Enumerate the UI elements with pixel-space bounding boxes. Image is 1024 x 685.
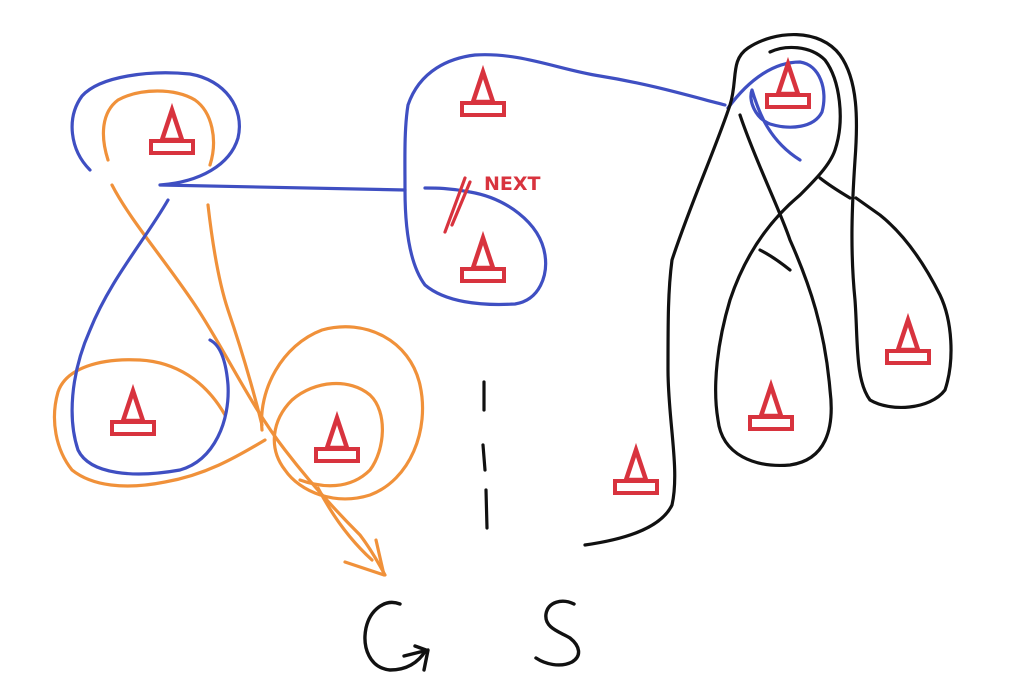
cone-icon (613, 442, 659, 495)
black-side-stroke (818, 176, 852, 200)
cone-icon (314, 410, 360, 463)
g-letter-stroke (363, 600, 430, 672)
dashed-divider (481, 380, 489, 530)
black-inner-stroke (758, 248, 792, 272)
orange-loop-top-left (101, 89, 216, 167)
blue-line-left (70, 198, 230, 476)
black-crossing-loop (714, 45, 842, 468)
black-outer-loop (583, 32, 953, 547)
label-g: G (363, 600, 430, 672)
cone-icon (460, 64, 506, 117)
next-label: NEXT (484, 173, 541, 195)
blue-center-lower (403, 186, 548, 307)
orange-outer-loop-bottom-left (52, 358, 267, 488)
blue-loop-top-left (70, 71, 407, 192)
blue-route (70, 53, 826, 476)
cones-layer (110, 56, 931, 495)
orange-route (52, 89, 425, 577)
orange-arrowhead (343, 538, 386, 577)
cone-icon (460, 230, 506, 283)
cone-icon (765, 56, 811, 109)
orange-arrow-shaft (316, 486, 374, 562)
blue-loop-top-right (726, 60, 826, 162)
blue-center-enclosure (403, 53, 727, 192)
next-marker-slashes (443, 176, 472, 234)
label-s: S (534, 599, 581, 667)
cone-icon (748, 378, 794, 431)
cone-icon (885, 312, 931, 365)
orange-loop-right (259, 325, 425, 501)
cone-icon (110, 383, 156, 436)
cone-icon (149, 102, 195, 155)
orange-line-right-vertical (206, 203, 264, 427)
s-letter-stroke (534, 599, 581, 667)
black-route (583, 32, 953, 547)
orange-line-left-diagonal (110, 183, 387, 577)
